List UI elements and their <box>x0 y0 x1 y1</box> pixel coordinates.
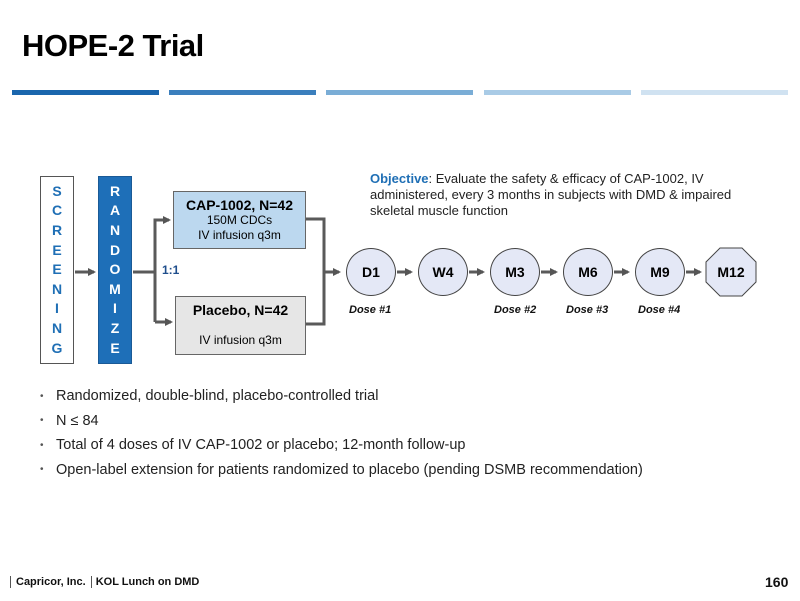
dose-label-2: Dose #2 <box>494 304 537 316</box>
vertical-letter: R <box>109 182 121 199</box>
accent-bar-4 <box>484 90 631 95</box>
objective-description: : Evaluate the safety & efficacy of CAP-… <box>370 171 732 218</box>
bullet-dot-icon: • <box>40 464 44 476</box>
vertical-letter: I <box>55 300 59 317</box>
arm-detail <box>176 318 305 333</box>
arm-detail: 150M CDCs <box>206 213 273 227</box>
vertical-letter: S <box>52 182 62 199</box>
timeline-node-w4: W4 <box>418 248 468 296</box>
objective-text: Objective: Evaluate the safety & efficac… <box>370 171 750 219</box>
bullet-dot-icon: • <box>40 415 44 427</box>
timeline-node-label: M12 <box>717 264 745 280</box>
dose-label-1: Dose #1 <box>349 304 392 316</box>
timeline-node-d1: D1 <box>346 248 396 296</box>
vertical-letter: A <box>109 202 121 219</box>
bullet-item: • Open-label extension for patients rando… <box>40 458 643 483</box>
arm-cap1002-box: CAP-1002, N=42 150M CDCs IV infusion q3m <box>173 191 306 249</box>
arm-detail: IV infusion q3m <box>198 228 281 242</box>
dose-label-4: Dose #4 <box>638 304 681 316</box>
bullet-dot-icon: • <box>40 390 44 402</box>
accent-bar-1 <box>12 90 159 95</box>
accent-bar-3 <box>326 90 473 95</box>
objective-label: Objective <box>370 171 429 186</box>
timeline-node-m12: M12 <box>705 247 757 297</box>
arm-title: Placebo, N=42 <box>192 302 289 318</box>
dose-label-3: Dose #3 <box>566 304 609 316</box>
page-number: 160 <box>765 574 789 590</box>
timeline-node-m3: M3 <box>490 248 540 296</box>
vertical-letter: Z <box>110 319 120 336</box>
vertical-letter: M <box>109 280 121 297</box>
arm-title: CAP-1002, N=42 <box>185 197 293 213</box>
bullet-text: Total of 4 doses of IV CAP-1002 or place… <box>56 437 466 454</box>
bullet-item: • N ≤ 84 <box>40 409 643 434</box>
bullet-text: Open-label extension for patients random… <box>56 461 643 478</box>
arm-placebo-box: Placebo, N=42 IV infusion q3m <box>175 296 306 355</box>
octagon-shape <box>705 247 757 297</box>
accent-bar-2 <box>169 90 316 95</box>
footer: Capricor, Inc. KOL Lunch on DMD <box>10 576 199 588</box>
vertical-letter: E <box>52 261 62 278</box>
timeline-node-m9: M9 <box>635 248 685 296</box>
bullet-dot-icon: • <box>40 439 44 451</box>
bullet-item: • Randomized, double-blind, placebo-contr… <box>40 384 643 409</box>
vertical-letter: N <box>51 280 63 297</box>
vertical-letter: G <box>51 339 63 356</box>
vertical-letter: O <box>109 261 121 278</box>
footer-company: Capricor, Inc. <box>16 576 86 588</box>
slide-title: HOPE-2 Trial <box>22 28 204 63</box>
bullet-item: • Total of 4 doses of IV CAP-1002 or plac… <box>40 433 643 458</box>
footer-divider <box>90 576 92 588</box>
vertical-letter: R <box>51 222 63 239</box>
bullet-text: Randomized, double-blind, placebo-contro… <box>56 388 379 405</box>
footer-event: KOL Lunch on DMD <box>95 576 200 588</box>
accent-bar-5 <box>641 90 788 95</box>
connector-arms-merge <box>306 217 326 326</box>
footer-divider <box>10 576 11 588</box>
randomization-ratio: 1:1 <box>162 263 180 277</box>
vertical-letter: C <box>51 202 63 219</box>
bullet-text: N ≤ 84 <box>56 412 99 429</box>
timeline-node-m6: M6 <box>563 248 613 296</box>
arrow-to-cap1002 <box>153 216 171 322</box>
arm-detail: IV infusion q3m <box>199 333 282 347</box>
vertical-letter: E <box>52 241 62 258</box>
vertical-letter: N <box>51 319 63 336</box>
bullet-list: • Randomized, double-blind, placebo-contr… <box>40 384 643 482</box>
vertical-letter: I <box>113 300 117 317</box>
vertical-letter: E <box>110 339 120 356</box>
vertical-letter: N <box>109 222 121 239</box>
vertical-letter: D <box>109 241 121 258</box>
